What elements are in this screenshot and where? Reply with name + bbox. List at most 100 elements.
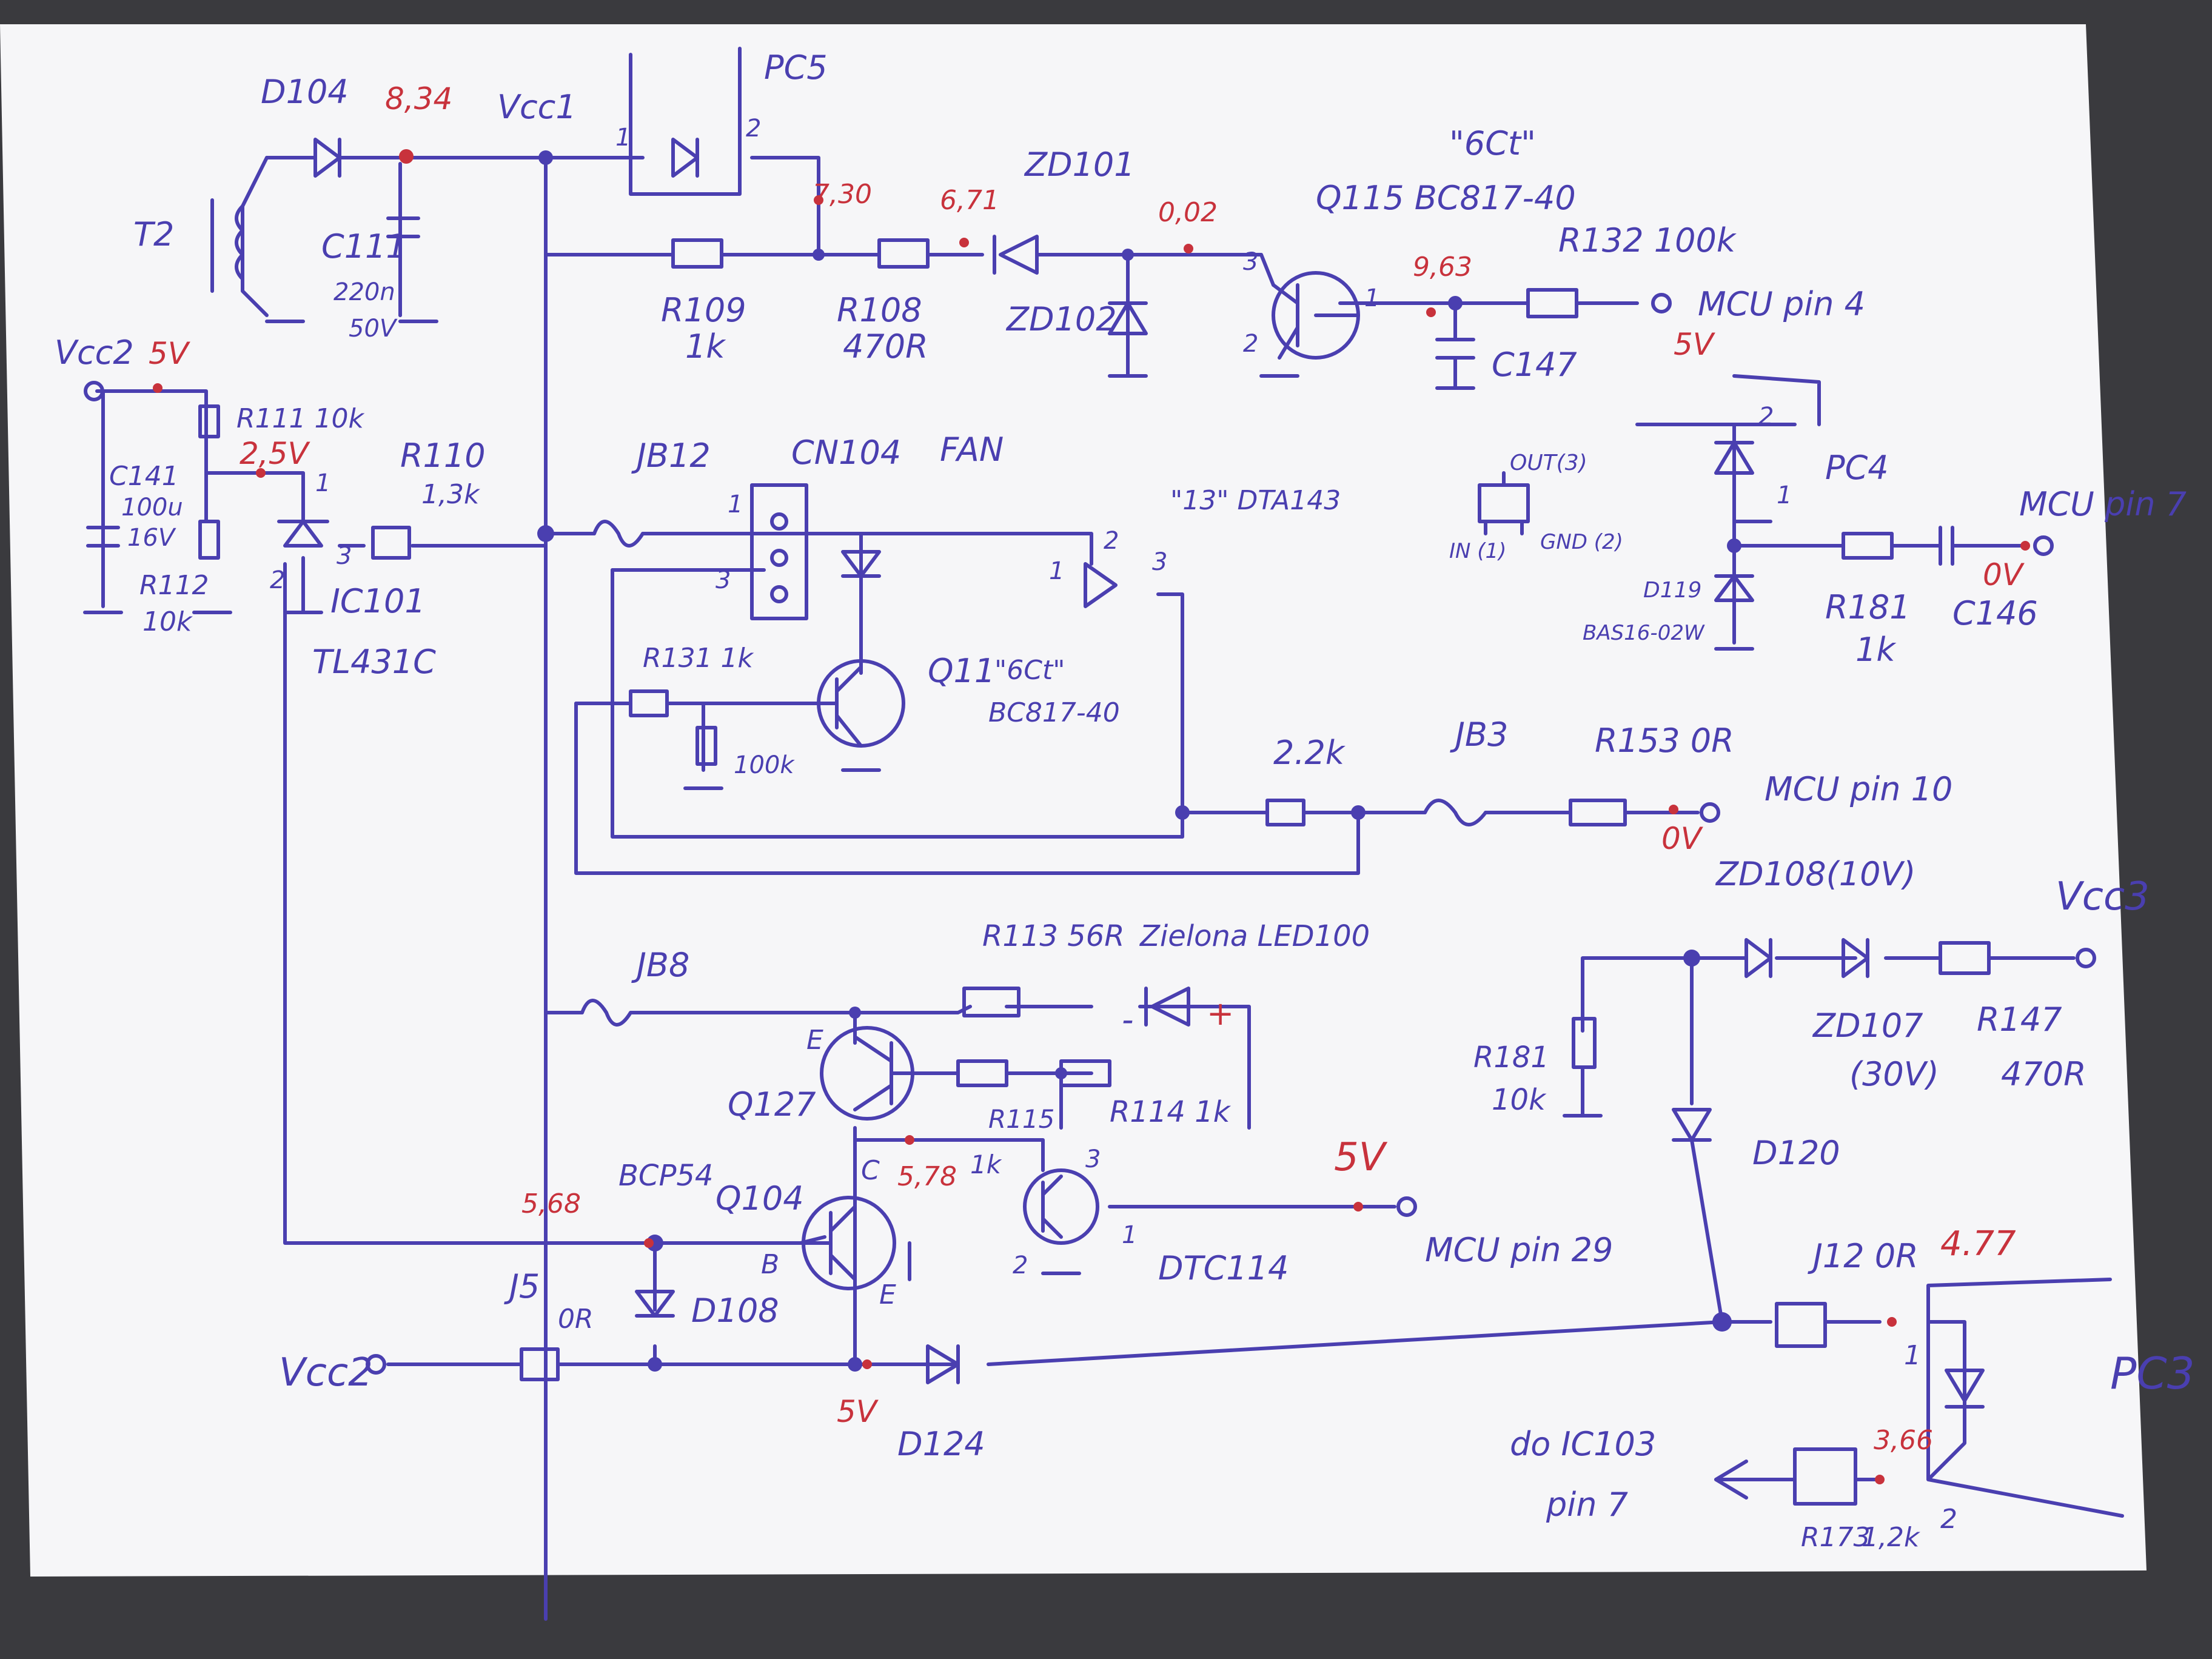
zd102-label: ZD102 [1005,300,1117,338]
pc5-led [671,138,699,178]
d124-diode [926,1344,960,1384]
pin-2: 2 [1940,1504,1957,1535]
r153-resistor [1569,799,1627,826]
c147-capacitor [1435,338,1475,390]
emitter-label: E [879,1279,896,1310]
r22k-label: 2.2k [1273,734,1346,772]
v5c-reading: 5V [1334,1135,1388,1180]
c146-capacitor [1939,526,1954,566]
d124-label: D124 [897,1425,985,1463]
j12-label: J12 0R [1808,1237,1919,1275]
c111-voltage: 50V [349,315,398,343]
j12-resistor [1775,1302,1827,1348]
r100k-label: 100k [734,751,795,779]
zd107-value: (30V) [1849,1055,1939,1093]
cn104-label: CN104 [791,434,901,472]
vcc2-label: Vcc2 [55,333,134,372]
r108-resistor [877,238,930,269]
tl431-label: TL431C [312,643,436,681]
r147-resistor [1939,941,1991,975]
wires [95,47,2124,1621]
zd102-diode [1108,301,1148,335]
mcu7-label: MCU pin 7 [2019,485,2187,523]
arrow-left [1714,1460,1748,1500]
pin7-label: pin 7 [1546,1486,1628,1524]
mcu4-label: MCU pin 4 [1698,285,1865,323]
c111-capacitor [386,216,420,317]
r131-label: R131 1k [643,643,754,674]
led-label: Zielona LED100 [1139,919,1370,953]
v963-reading: 9,63 [1413,252,1472,283]
pin-2: 2 [746,115,761,142]
r109-label: R109 [661,291,746,329]
plus-sign: + [1207,994,1234,1033]
v0a-reading: 0V [1661,821,1704,856]
zd107-label: ZD107 [1812,1007,1923,1045]
d104-diode [313,138,341,178]
pin-2: 2 [270,566,285,594]
zd101-label: ZD101 [1024,146,1135,184]
c111-label: C111 [321,227,407,266]
r153-label: R153 0R [1595,722,1734,760]
r131-resistor [629,689,669,717]
terminals [84,293,2096,1375]
j5-label: J5 [504,1267,540,1305]
c147-label: C147 [1492,346,1577,384]
dta-label: "13" DTA143 [1170,485,1341,516]
r147-value: 470R [2001,1055,2086,1093]
gct2-label: "6Ct" [994,655,1065,686]
r181a-label: R181 [1825,588,1911,626]
measure-dots [153,149,2030,1484]
c111-value: 220n [333,278,395,306]
v477-reading: 4.77 [1940,1224,2016,1264]
inverter-buffer [1084,562,1118,608]
d120-diode [1672,1108,1712,1142]
r173-resistor [1793,1447,1857,1506]
fan-diode [841,550,881,578]
c146-label: C146 [1952,594,2038,632]
to-ic103-label: do IC103 [1510,1425,1656,1463]
pin-1: 1 [1777,481,1792,509]
r115-resistor [956,1059,1008,1087]
c141-capacitor [86,526,120,548]
r115-value: 1k [970,1150,1002,1179]
v5b-reading: 5V [149,336,191,371]
v578-reading: 5,78 [897,1161,957,1192]
jb8-jumper [580,999,632,1027]
mcu10-label: MCU pin 10 [1765,770,1952,808]
d119-diode [1714,574,1754,602]
collector-label: C [861,1155,880,1186]
pin-2: 2 [1104,527,1119,555]
q11-label: Q11 [928,652,995,690]
r112-resistor [198,520,220,560]
t2-transformer [210,198,244,293]
vcc3-label: Vcc3 [2056,874,2150,919]
v25-reading: 2,5V [240,436,311,471]
zd108-label: ZD108(10V) [1715,855,1915,893]
r181b-resistor [1572,1017,1597,1069]
r114-label: R114 1k [1110,1095,1232,1129]
v5a-reading: 5V [1674,327,1716,362]
r112-label: R112 [139,570,209,601]
pin-2: 2 [1013,1252,1028,1279]
vcc1-label: Vcc1 [497,88,577,126]
r22k-resistor [1265,799,1305,826]
v366-reading: 3,66 [1874,1425,1933,1456]
r109-resistor [671,238,723,269]
pc4-led [1714,441,1754,475]
r132-resistor [1526,288,1578,318]
r173-value: 1,2k [1862,1522,1920,1553]
v730-reading: 7,30 [813,179,872,210]
pin-1: 1 [1364,284,1379,312]
r181a-resistor [1842,532,1894,560]
pin-3: 3 [1085,1145,1101,1173]
r181b-label: R181 [1473,1041,1549,1074]
q104-label: Q104 [716,1179,804,1218]
ic101-label: IC101 [330,582,426,620]
t2-label: T2 [133,215,174,253]
dtc114-transistor [1023,1168,1099,1245]
dtc-label: DTC114 [1158,1249,1289,1287]
pin-3: 3 [716,566,731,594]
